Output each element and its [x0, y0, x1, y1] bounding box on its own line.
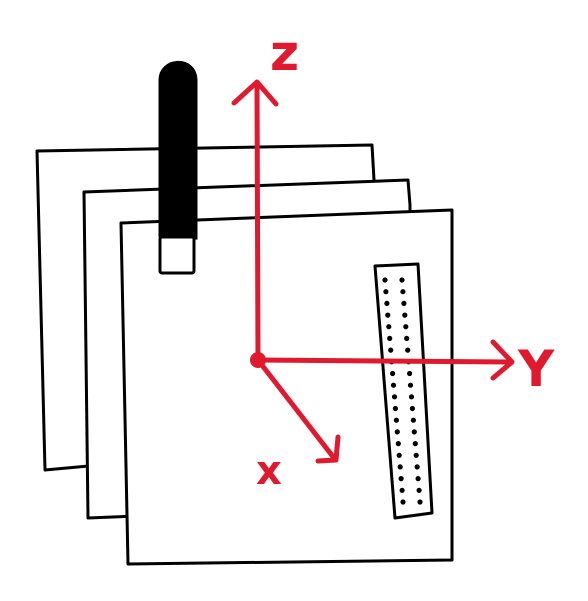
- pin-left: [394, 429, 400, 435]
- pin-left: [390, 382, 397, 388]
- y-axis-arrowhead: [490, 339, 515, 381]
- z-axis-arrowhead: [231, 79, 279, 107]
- pin-right: [404, 335, 410, 341]
- z-axis: [254, 81, 261, 363]
- pin-left: [383, 289, 389, 295]
- pin-right: [400, 289, 406, 295]
- handle-base: [158, 235, 196, 275]
- pin-left: [397, 464, 403, 470]
- pin-right: [411, 429, 417, 435]
- pin-left: [393, 417, 399, 423]
- pin-right: [403, 324, 409, 330]
- x-axis-label: x: [256, 448, 282, 494]
- pin-left: [387, 335, 393, 341]
- pin-right: [408, 394, 415, 400]
- pin-right: [401, 300, 407, 306]
- pin-right: [399, 277, 405, 283]
- pin-left: [391, 394, 398, 400]
- pin-right: [402, 312, 408, 318]
- pin-right: [414, 464, 420, 470]
- pin-right: [413, 452, 419, 458]
- pin-right: [407, 370, 413, 377]
- pin-left: [388, 347, 394, 353]
- pin-header-pins: [382, 277, 423, 505]
- pin-right: [412, 441, 418, 447]
- pin-right: [416, 487, 422, 493]
- pin-right: [409, 405, 415, 412]
- pin-left: [390, 370, 396, 377]
- pin-right: [405, 347, 411, 353]
- origin-dot-icon: [250, 352, 266, 368]
- pin-right: [417, 499, 423, 505]
- y-axis-label: Y: [517, 340, 555, 398]
- pin-left: [398, 476, 404, 482]
- z-axis-label: z: [270, 24, 299, 82]
- pin-right: [407, 382, 414, 388]
- x-axis-arrowhead: [315, 434, 341, 464]
- pin-left: [392, 405, 398, 412]
- pin-left: [399, 487, 405, 493]
- front-plate: [119, 208, 454, 566]
- pin-left: [396, 452, 402, 458]
- y-axis: [255, 357, 513, 365]
- pin-right: [415, 476, 421, 482]
- pin-left: [382, 277, 388, 283]
- black-handle-icon: [158, 60, 198, 240]
- pin-left: [395, 441, 401, 447]
- pin-left: [386, 324, 392, 330]
- pin-left: [385, 312, 391, 318]
- x-axis: [255, 357, 337, 461]
- pin-left: [384, 300, 390, 306]
- pin-right: [410, 417, 416, 423]
- pin-left: [400, 499, 406, 505]
